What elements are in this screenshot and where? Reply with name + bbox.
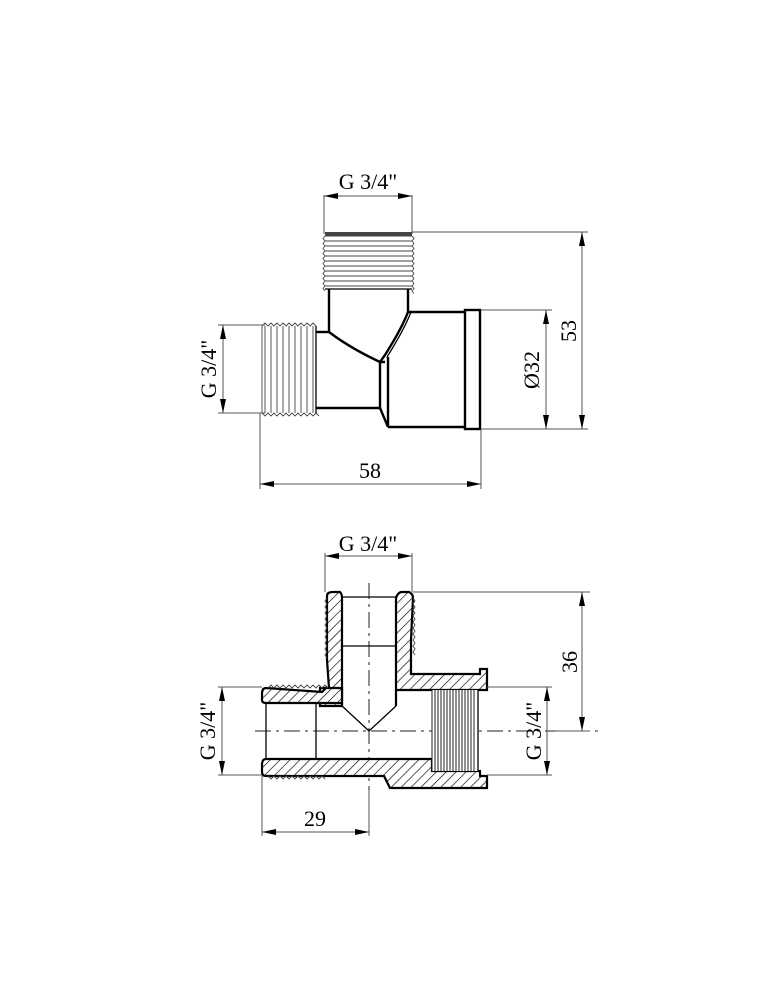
- dim-left-thread: G 3/4": [196, 324, 265, 414]
- left-thread-spigot: [261, 322, 320, 417]
- left-branch-upper-wall: [260, 686, 344, 705]
- top-branch-left-wall: [318, 590, 344, 708]
- dim-label-diameter: Ø32: [519, 351, 544, 389]
- top-view: G 3/4" G 3/4" Ø32 53: [196, 169, 588, 489]
- dim-label-section-left-thread: G 3/4": [195, 702, 220, 760]
- dim-label-section-right-thread: G 3/4": [521, 702, 546, 760]
- dim-label-section-top-thread: G 3/4": [339, 531, 397, 556]
- dim-label-height: 53: [556, 320, 581, 342]
- dim-label-width: 58: [359, 458, 381, 483]
- section-view: G 3/4" 36 G 3/4" G 3/4": [195, 531, 600, 836]
- dim-label-section-left-length: 29: [304, 806, 326, 831]
- left-branch-thread: [267, 684, 329, 780]
- top-thread-spigot: [322, 232, 415, 294]
- dim-label-section-height: 36: [557, 651, 582, 673]
- tee-body: [316, 289, 482, 431]
- dim-section-height: 36: [413, 591, 590, 732]
- dim-height: 53: [412, 231, 588, 429]
- dim-section-right-thread: G 3/4": [487, 686, 552, 776]
- dim-label-top-thread: G 3/4": [339, 169, 397, 194]
- dim-top-thread: G 3/4": [323, 169, 413, 234]
- dim-width: 58: [259, 413, 482, 489]
- drill-cone: [341, 705, 397, 732]
- top-branch-right-wall: [394, 590, 489, 706]
- top-branch-thread: [324, 597, 416, 659]
- left-branch-lower-wall: [260, 757, 489, 790]
- dim-section-left-length: 29: [261, 776, 370, 836]
- dim-section-left-thread: G 3/4": [195, 686, 262, 776]
- dim-label-left-thread: G 3/4": [196, 340, 221, 398]
- right-branch-thread: [431, 690, 479, 771]
- dim-diameter: Ø32: [481, 309, 588, 430]
- dim-section-top-thread: G 3/4": [324, 531, 413, 592]
